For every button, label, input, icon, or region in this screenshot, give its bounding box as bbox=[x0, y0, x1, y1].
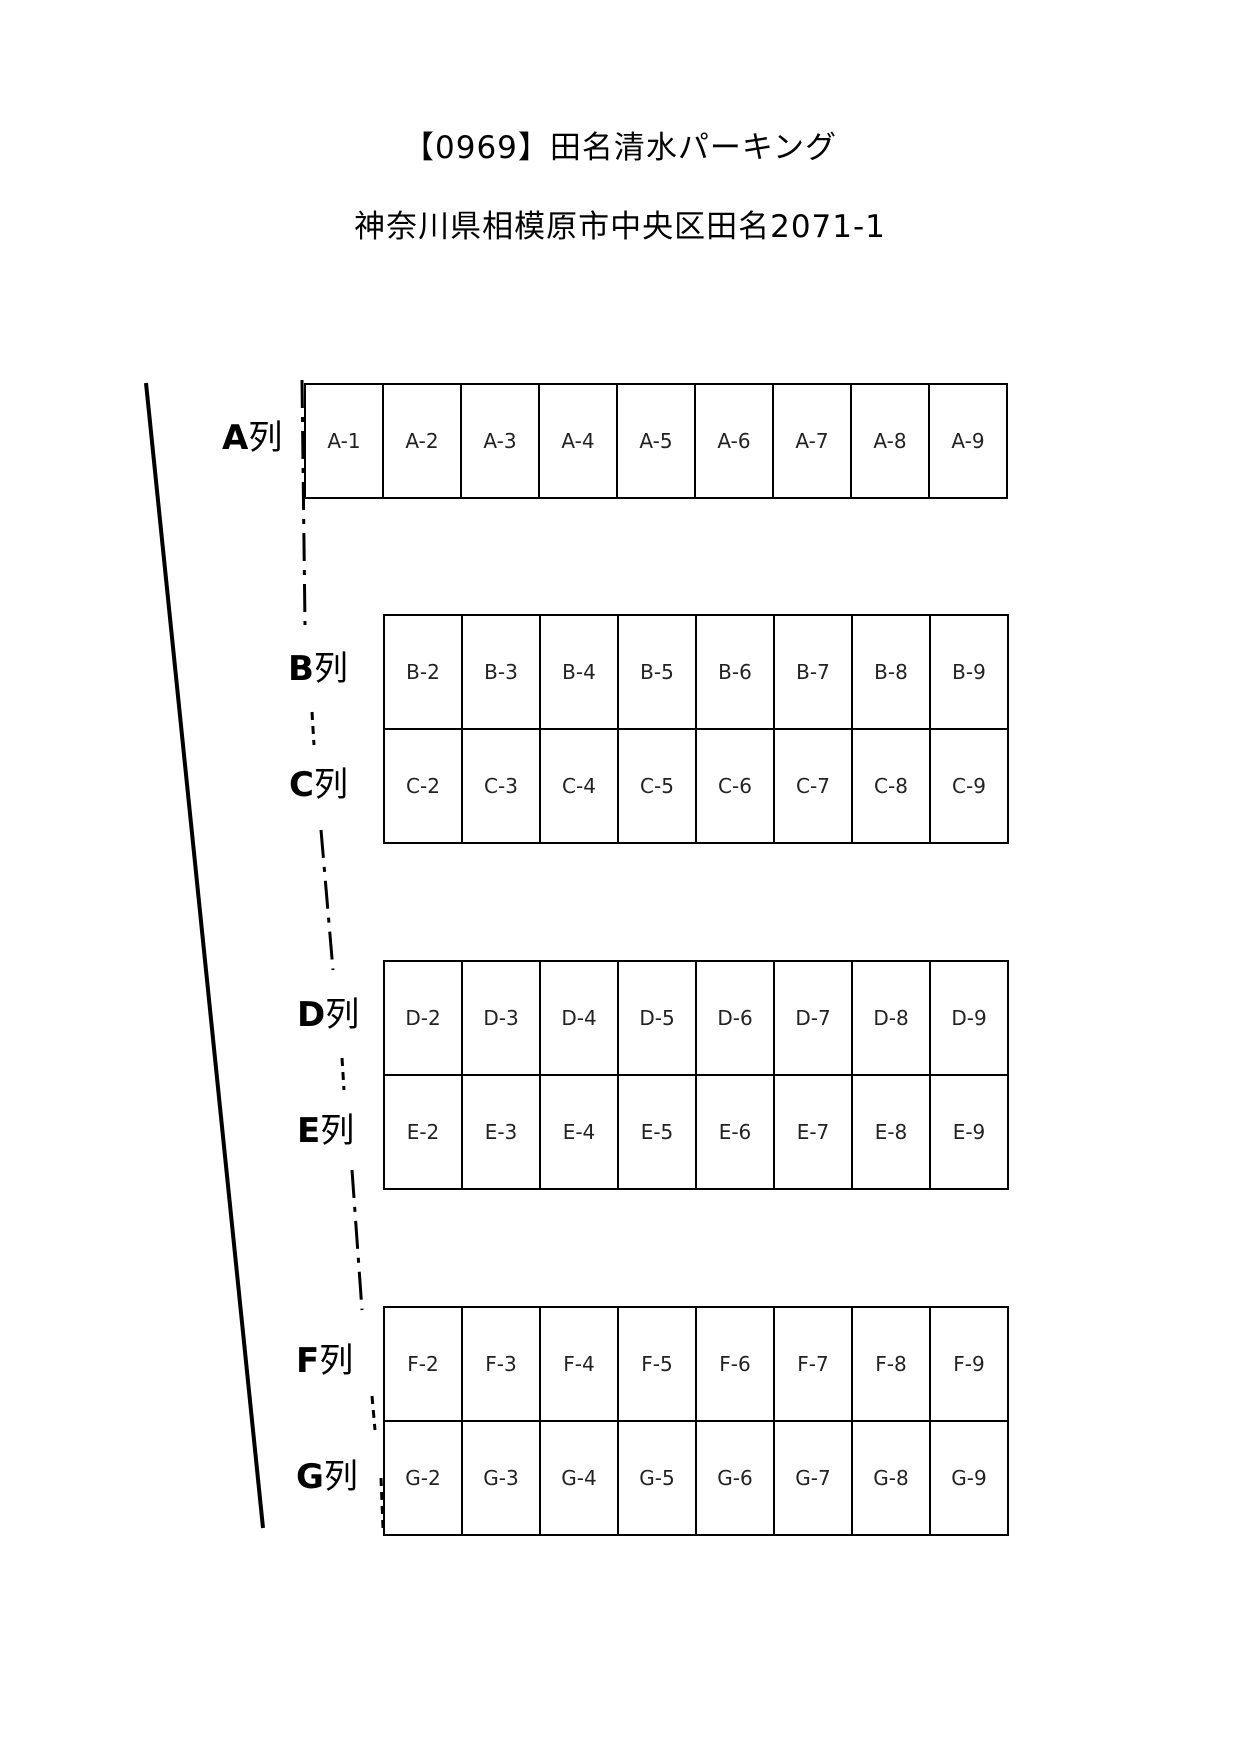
parking-space[interactable]: F-9 bbox=[929, 1306, 1009, 1422]
parking-space[interactable]: B-9 bbox=[929, 614, 1009, 730]
parking-space[interactable]: A-8 bbox=[850, 383, 930, 499]
parking-space[interactable]: A-9 bbox=[928, 383, 1008, 499]
row-label-d: D列 bbox=[297, 995, 360, 1035]
parking-space[interactable]: G-9 bbox=[929, 1420, 1009, 1536]
lot-address: 神奈川県相模原市中央区田名2071-1 bbox=[354, 209, 886, 245]
lot-title: 【0969】田名清水パーキング bbox=[403, 130, 837, 166]
parking-space[interactable]: D-3 bbox=[461, 960, 541, 1076]
parking-row-b: B-2 B-3 B-4 B-5 B-6 B-7 B-8 B-9 bbox=[383, 614, 1009, 730]
parking-space[interactable]: E-6 bbox=[695, 1074, 775, 1190]
parking-space[interactable]: A-2 bbox=[382, 383, 462, 499]
parking-space[interactable]: C-7 bbox=[773, 728, 853, 844]
parking-space[interactable]: G-5 bbox=[617, 1420, 697, 1536]
parking-space[interactable]: C-5 bbox=[617, 728, 697, 844]
parking-space[interactable]: A-5 bbox=[616, 383, 696, 499]
row-label-f: F列 bbox=[296, 1341, 354, 1381]
parking-row-f: F-2 F-3 F-4 F-5 F-6 F-7 F-8 F-9 bbox=[383, 1306, 1009, 1422]
parking-space[interactable]: E-3 bbox=[461, 1074, 541, 1190]
parking-space[interactable]: A-6 bbox=[694, 383, 774, 499]
row-label-a: A列 bbox=[222, 418, 283, 458]
parking-block-a: A-1 A-2 A-3 A-4 A-5 A-6 A-7 A-8 A-9 bbox=[304, 383, 1008, 499]
parking-space[interactable]: B-5 bbox=[617, 614, 697, 730]
parking-block-bc: B-2 B-3 B-4 B-5 B-6 B-7 B-8 B-9 C-2 C-3 … bbox=[383, 614, 1009, 844]
parking-space[interactable]: F-8 bbox=[851, 1306, 931, 1422]
parking-space[interactable]: D-6 bbox=[695, 960, 775, 1076]
parking-space[interactable]: F-2 bbox=[383, 1306, 463, 1422]
parking-space[interactable]: G-8 bbox=[851, 1420, 931, 1536]
parking-space[interactable]: B-2 bbox=[383, 614, 463, 730]
parking-space[interactable]: B-7 bbox=[773, 614, 853, 730]
parking-space[interactable]: G-3 bbox=[461, 1420, 541, 1536]
row-label-b: B列 bbox=[288, 649, 348, 689]
parking-space[interactable]: A-1 bbox=[304, 383, 384, 499]
row-label-g: G列 bbox=[296, 1457, 358, 1497]
parking-space[interactable]: E-9 bbox=[929, 1074, 1009, 1190]
parking-space[interactable]: B-6 bbox=[695, 614, 775, 730]
parking-space[interactable]: A-4 bbox=[538, 383, 618, 499]
parking-row-d: D-2 D-3 D-4 D-5 D-6 D-7 D-8 D-9 bbox=[383, 960, 1009, 1076]
parking-space[interactable]: B-3 bbox=[461, 614, 541, 730]
parking-space[interactable]: C-2 bbox=[383, 728, 463, 844]
parking-space[interactable]: B-8 bbox=[851, 614, 931, 730]
parking-row-g: G-2 G-3 G-4 G-5 G-6 G-7 G-8 G-9 bbox=[383, 1420, 1009, 1536]
parking-block-de: D-2 D-3 D-4 D-5 D-6 D-7 D-8 D-9 E-2 E-3 … bbox=[383, 960, 1009, 1190]
parking-space[interactable]: E-4 bbox=[539, 1074, 619, 1190]
dashed-line-e-f bbox=[350, 1169, 364, 1311]
parking-space[interactable]: C-4 bbox=[539, 728, 619, 844]
parking-space[interactable]: D-5 bbox=[617, 960, 697, 1076]
parking-row-c: C-2 C-3 C-4 C-5 C-6 C-7 C-8 C-9 bbox=[383, 728, 1009, 844]
parking-space[interactable]: E-7 bbox=[773, 1074, 853, 1190]
parking-space[interactable]: F-6 bbox=[695, 1306, 775, 1422]
parking-space[interactable]: C-3 bbox=[461, 728, 541, 844]
parking-row-e: E-2 E-3 E-4 E-5 E-6 E-7 E-8 E-9 bbox=[383, 1074, 1009, 1190]
parking-block-fg: F-2 F-3 F-4 F-5 F-6 F-7 F-8 F-9 G-2 G-3 … bbox=[383, 1306, 1009, 1536]
parking-space[interactable]: D-8 bbox=[851, 960, 931, 1076]
parking-space[interactable]: B-4 bbox=[539, 614, 619, 730]
parking-space[interactable]: C-8 bbox=[851, 728, 931, 844]
parking-space[interactable]: E-5 bbox=[617, 1074, 697, 1190]
row-label-e: E列 bbox=[297, 1111, 355, 1151]
parking-space[interactable]: F-4 bbox=[539, 1306, 619, 1422]
parking-space[interactable]: A-3 bbox=[460, 383, 540, 499]
parking-space[interactable]: C-6 bbox=[695, 728, 775, 844]
parking-space[interactable]: D-9 bbox=[929, 960, 1009, 1076]
parking-space[interactable]: G-6 bbox=[695, 1420, 775, 1536]
dashed-line-f-g bbox=[370, 1395, 377, 1431]
parking-space[interactable]: A-7 bbox=[772, 383, 852, 499]
row-label-c: C列 bbox=[289, 765, 348, 805]
parking-space[interactable]: D-7 bbox=[773, 960, 853, 1076]
parking-space[interactable]: F-5 bbox=[617, 1306, 697, 1422]
dashed-line-c-d bbox=[319, 829, 335, 971]
parking-space[interactable]: G-4 bbox=[539, 1420, 619, 1536]
dashed-line-d-e bbox=[340, 1057, 346, 1091]
parking-space[interactable]: G-2 bbox=[383, 1420, 463, 1536]
parking-space[interactable]: E-8 bbox=[851, 1074, 931, 1190]
parking-space[interactable]: D-4 bbox=[539, 960, 619, 1076]
parking-space[interactable]: G-7 bbox=[773, 1420, 853, 1536]
parking-row-a: A-1 A-2 A-3 A-4 A-5 A-6 A-7 A-8 A-9 bbox=[304, 383, 1008, 499]
parking-space[interactable]: D-2 bbox=[383, 960, 463, 1076]
parking-space[interactable]: C-9 bbox=[929, 728, 1009, 844]
boundary-line bbox=[144, 382, 265, 1529]
dashed-line-b-c bbox=[310, 711, 316, 746]
parking-space[interactable]: E-2 bbox=[383, 1074, 463, 1190]
parking-space[interactable]: F-7 bbox=[773, 1306, 853, 1422]
parking-space[interactable]: F-3 bbox=[461, 1306, 541, 1422]
